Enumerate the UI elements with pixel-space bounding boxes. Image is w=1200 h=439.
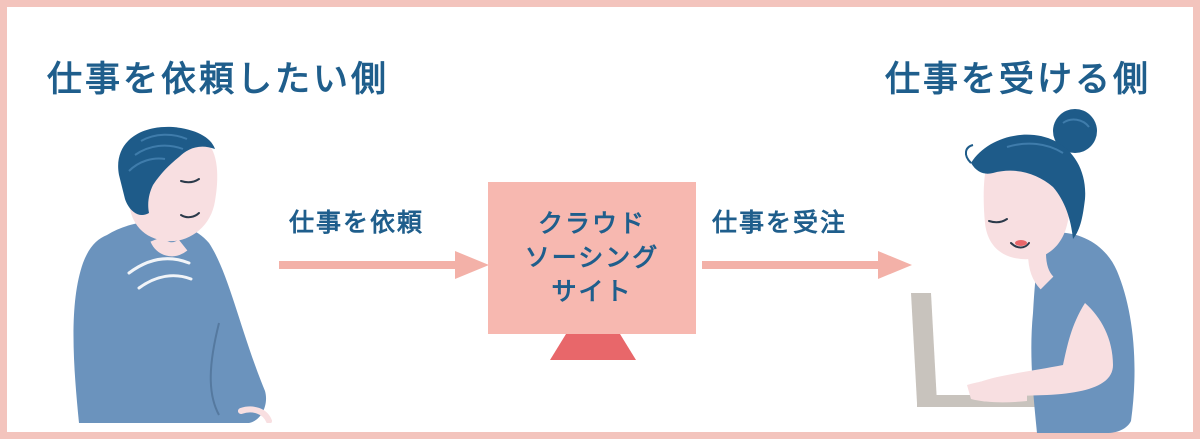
worker-heading: 仕事を受ける側	[884, 60, 1151, 100]
monitor-screen: クラウド ソーシング サイト	[488, 182, 696, 334]
worker-face	[988, 218, 1030, 249]
requester-body	[73, 221, 272, 423]
monitor-stand	[550, 334, 636, 360]
requester-face	[180, 178, 200, 219]
accept-label: 仕事を受注	[712, 208, 848, 237]
requester-hair	[118, 126, 215, 216]
worker-body	[967, 232, 1135, 433]
request-arrow	[279, 251, 489, 279]
request-label: 仕事を依頼	[289, 208, 425, 237]
worker-illustration	[911, 109, 1135, 433]
requester-heading: 仕事を依頼したい側	[47, 60, 390, 100]
crowdsourcing-site-monitor: クラウド ソーシング サイト	[488, 182, 696, 362]
accept-arrow	[702, 251, 912, 279]
worker-hair	[965, 109, 1097, 239]
platform-line-3: サイト	[551, 277, 633, 306]
platform-line-1: クラウド	[537, 209, 646, 238]
platform-line-2: ソーシング	[524, 243, 660, 272]
requester-illustration	[73, 126, 272, 423]
